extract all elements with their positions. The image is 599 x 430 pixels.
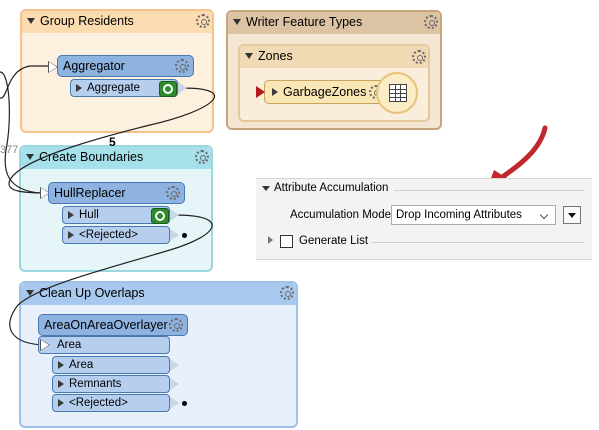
gear-icon[interactable]: [195, 150, 209, 164]
inspect-icon[interactable]: [159, 81, 177, 97]
bookmark-writer-feature-types[interactable]: Writer Feature Types Zones: [226, 10, 442, 130]
connection-count-left: 377: [0, 144, 19, 156]
section-divider: [394, 190, 584, 191]
parameter-menu-button[interactable]: [563, 206, 581, 224]
accumulation-mode-label: Accumulation Mode:: [290, 209, 395, 221]
collapse-caret-icon[interactable]: [26, 154, 34, 160]
collapse-caret-icon[interactable]: [26, 290, 34, 296]
port-label: Area: [57, 339, 82, 351]
transformer-aggregator[interactable]: Aggregator: [57, 55, 194, 77]
transformer-name: AreaOnAreaOverlayer: [44, 318, 168, 332]
port-label: <Rejected>: [69, 397, 128, 409]
parameters-panel: Attribute Accumulation Accumulation Mode…: [256, 178, 592, 260]
input-port-arrow-icon[interactable]: [256, 86, 265, 98]
gear-icon[interactable]: [166, 186, 180, 200]
inspect-icon[interactable]: [151, 208, 169, 224]
output-port-remnants[interactable]: Remnants: [52, 375, 170, 393]
port-label: Aggregate: [87, 82, 141, 94]
accumulation-mode-select[interactable]: Drop Incoming Attributes: [391, 205, 556, 225]
output-arrow-icon: [170, 359, 179, 371]
output-arrow-icon: [170, 378, 179, 390]
input-port-fill: [41, 340, 49, 350]
output-arrow-icon: [170, 397, 179, 409]
chevron-right-icon[interactable]: [268, 236, 273, 244]
output-port-aggregate[interactable]: Aggregate: [70, 79, 178, 97]
bookmark-title: Writer Feature Types: [246, 15, 363, 29]
feature-type-name: GarbageZones: [283, 85, 367, 99]
bookmark-title: Clean Up Overlaps: [39, 286, 145, 300]
bookmark-header[interactable]: Zones: [240, 46, 428, 68]
bookmark-header[interactable]: Group Residents: [22, 11, 212, 33]
bookmark-title: Create Boundaries: [39, 150, 144, 164]
rejected-terminator-icon: [182, 401, 187, 406]
transformer-name: HullReplacer: [54, 186, 126, 200]
expand-triangle-icon[interactable]: [58, 361, 64, 369]
bookmark-header[interactable]: Create Boundaries: [21, 147, 211, 169]
output-port-rejected[interactable]: <Rejected>: [52, 394, 170, 412]
rejected-terminator-icon: [182, 233, 187, 238]
generate-list-label[interactable]: Generate List: [299, 235, 369, 247]
output-arrow-icon: [170, 209, 179, 221]
bookmark-title: Group Residents: [40, 14, 134, 28]
expand-triangle-icon[interactable]: [68, 211, 74, 219]
output-port-area[interactable]: Area: [52, 356, 170, 374]
collapse-caret-icon[interactable]: [245, 53, 253, 59]
transformer-hullreplacer[interactable]: HullReplacer: [48, 182, 185, 204]
expand-triangle-icon[interactable]: [76, 84, 82, 92]
section-title[interactable]: Attribute Accumulation: [274, 182, 389, 194]
output-arrow-icon: [178, 82, 187, 94]
port-label: Hull: [79, 209, 99, 221]
expand-triangle-icon[interactable]: [272, 88, 278, 96]
expand-triangle-icon[interactable]: [68, 231, 74, 239]
bookmark-title: Zones: [258, 49, 293, 63]
output-port-hull[interactable]: Hull: [62, 206, 170, 224]
port-label: <Rejected>: [79, 229, 138, 241]
gear-icon[interactable]: [196, 14, 210, 28]
gear-icon[interactable]: [280, 286, 294, 300]
annotation-arrow: [495, 125, 548, 183]
expand-triangle-icon[interactable]: [58, 399, 64, 407]
gear-icon[interactable]: [169, 318, 183, 332]
section-divider: [372, 242, 584, 243]
collapse-caret-icon[interactable]: [27, 18, 35, 24]
expand-triangle-icon[interactable]: [58, 380, 64, 388]
input-port-area[interactable]: Area: [38, 336, 170, 354]
chevron-down-icon[interactable]: [262, 186, 270, 191]
collapse-caret-icon[interactable]: [233, 19, 241, 25]
generate-list-checkbox[interactable]: [280, 235, 293, 248]
chevron-down-icon[interactable]: [539, 210, 549, 220]
bookmark-header[interactable]: Clean Up Overlaps: [21, 283, 296, 305]
input-port-fill: [49, 62, 57, 72]
transformer-areaonareaoverlayer[interactable]: AreaOnAreaOverlayer: [38, 314, 188, 336]
output-arrow-icon: [170, 229, 179, 241]
transformer-name: Aggregator: [63, 59, 125, 73]
port-label: Remnants: [69, 378, 122, 390]
bookmark-header[interactable]: Writer Feature Types: [228, 12, 440, 34]
input-port-fill: [41, 188, 49, 198]
feature-type-garbagezones[interactable]: GarbageZones: [264, 80, 394, 104]
output-port-rejected[interactable]: <Rejected>: [62, 226, 170, 244]
table-icon: [376, 72, 418, 114]
gear-icon[interactable]: [412, 50, 426, 64]
port-label: Area: [69, 359, 94, 371]
gear-icon[interactable]: [424, 15, 438, 29]
gear-icon[interactable]: [175, 59, 189, 73]
connection-count-middle: 5: [109, 135, 116, 149]
accumulation-mode-value: Drop Incoming Attributes: [396, 209, 522, 221]
